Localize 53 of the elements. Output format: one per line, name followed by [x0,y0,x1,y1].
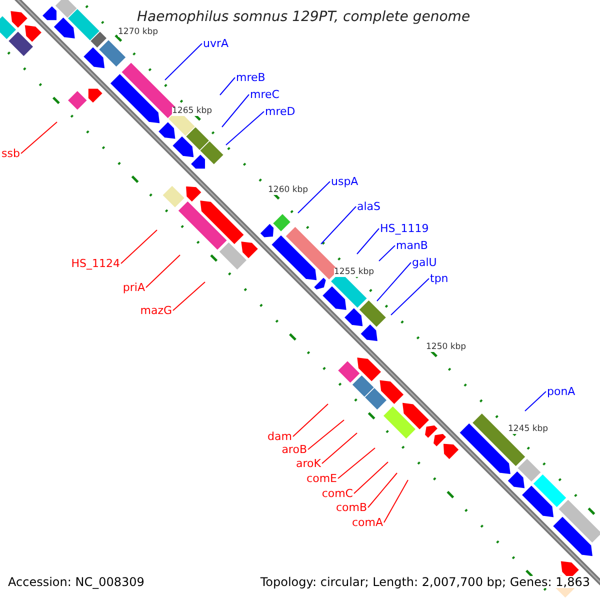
gene-label: manB [396,240,428,251]
leader-line [354,462,388,494]
leader-line [338,448,376,479]
gene-label: priA [122,282,145,293]
leader-line [120,230,158,264]
gene-label: comC [322,488,353,499]
gene-label: aroB [282,444,307,455]
leader-line [378,245,396,262]
leader-line [376,262,412,302]
gene-label: mreD [265,106,296,117]
leader-line [222,94,250,128]
gene-label: comE [306,473,337,484]
leader-line [172,282,206,311]
tick-label: 1250 kbp [426,343,466,352]
gene-label: tpn [430,273,448,284]
tick-label: 1260 kbp [268,186,308,194]
leader-line [322,432,358,464]
gene-label: galU [412,257,437,268]
leader-line [226,111,264,146]
map-title: Haemophilus somnus 129PT, complete genome [137,10,470,24]
gene-label: mreC [250,89,280,100]
gene-label: mreB [236,72,266,83]
gene-label: comB [336,502,367,513]
accession-label: Accession: NC_008309 [8,576,144,588]
gene-label: dam [268,431,292,442]
leader-line [298,181,330,214]
gene-label: HS_1124 [71,258,120,269]
gene-label: uvrA [203,38,229,49]
gene-label: HS_1119 [380,223,429,234]
tick-label: 1265 kbp [172,107,212,116]
leader-line [20,122,58,154]
genome-stats-label: Topology: circular; Length: 2,007,700 bp; Genes: 1,863 [260,576,590,588]
gene-label: mazG [140,305,172,316]
gene-label: alaS [357,201,381,212]
gene-label: uspA [331,176,358,187]
leader-line [384,480,408,523]
gene-label: comA [352,517,383,528]
leader-line [292,404,328,437]
leader-line [390,278,430,316]
leader-line [164,43,202,80]
leader-line [146,254,180,288]
tick-label: 1245 kbp [508,425,548,434]
leader-line [220,77,236,96]
gene-label: aroK [296,458,321,469]
leader-line [524,391,546,412]
leader-line [368,472,398,508]
leader-line [356,228,380,254]
tick-label: 1255 kbp [334,268,374,276]
gene-label: ssb [2,148,20,159]
leader-line [308,420,344,450]
tick-label: 1270 kbp [118,28,158,36]
gene-label: ponA [547,386,576,397]
leader-line [320,206,356,244]
